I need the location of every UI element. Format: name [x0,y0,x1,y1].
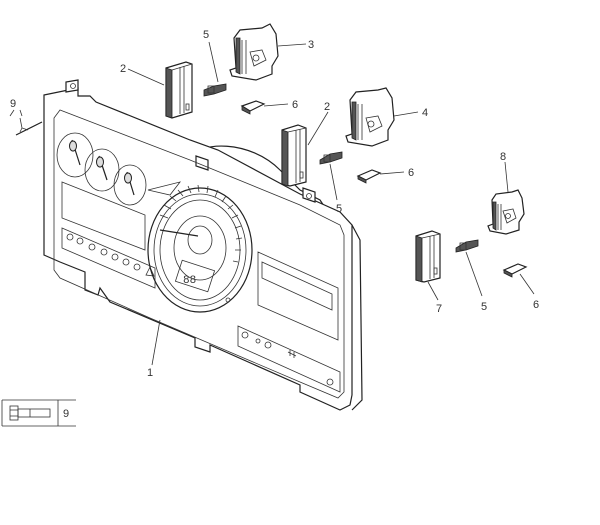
clip-part-6-a [240,100,266,115]
callout-6-a: 6 [292,99,298,111]
legend-label-9: 9 [63,408,69,420]
callout-3: 3 [308,39,314,51]
bulb-part-5-b [319,151,343,165]
callout-2-a: 2 [120,63,126,75]
screw-part-9 [15,117,43,136]
callout-6-b: 6 [408,167,414,179]
warning-lights-right [241,331,334,386]
bulb-part-5-a [203,83,227,97]
instrument-cluster: 88 [43,79,363,411]
speedometer: 88 [147,181,253,313]
callout-8: 8 [500,151,506,163]
callout-4: 4 [422,107,428,119]
svg-text:88: 88 [183,275,196,287]
connector-housing-part-3 [229,23,279,81]
connector-part-2-a [165,61,193,119]
callout-2-b: 2 [324,101,330,113]
callout-5-a: 5 [203,29,209,41]
callout-5-b: 5 [336,203,342,215]
bolt-icon [9,405,51,421]
callout-5-c: 5 [481,301,487,313]
connector-housing-part-8 [487,189,525,235]
bulb-part-5-c [455,239,479,253]
callout-7: 7 [436,303,442,315]
connector-part-2-b [281,124,307,187]
callout-6-c: 6 [533,299,539,311]
callout-9: 9 [10,98,16,110]
legend-screw-9: 9 [1,399,76,427]
callout-1: 1 [147,367,153,379]
warning-lights-left [66,233,155,277]
connector-housing-part-4 [345,87,395,147]
connector-part-7 [415,230,441,283]
clip-part-6-b [356,169,382,184]
clip-part-6-c [502,263,528,278]
